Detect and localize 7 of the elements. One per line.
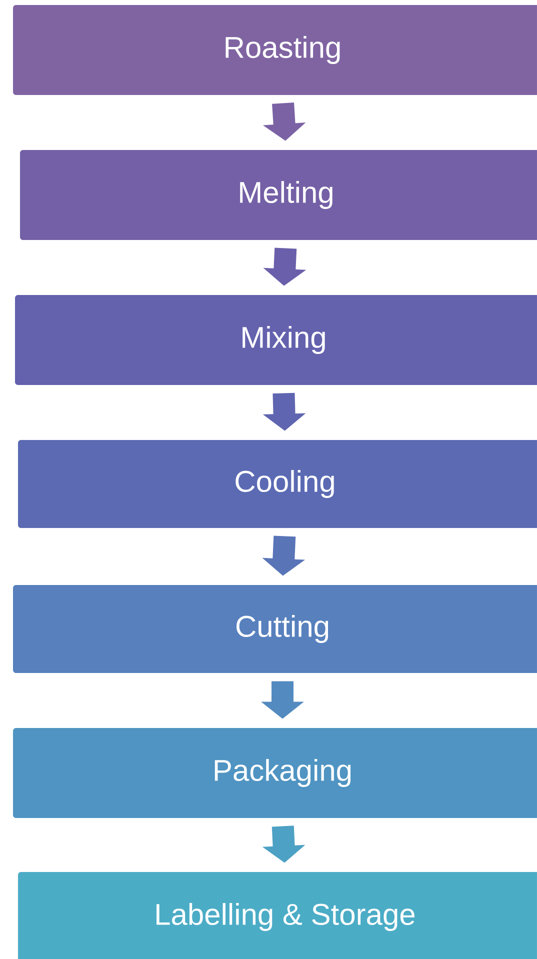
process-box: Cutting bbox=[13, 585, 537, 673]
process-box: Labelling & Storage bbox=[18, 872, 537, 959]
process-box: Mixing bbox=[15, 295, 537, 385]
process-box: Roasting bbox=[13, 5, 537, 95]
process-box: Cooling bbox=[18, 440, 537, 528]
process-box: Packaging bbox=[13, 728, 537, 818]
process-box: Melting bbox=[20, 150, 537, 240]
